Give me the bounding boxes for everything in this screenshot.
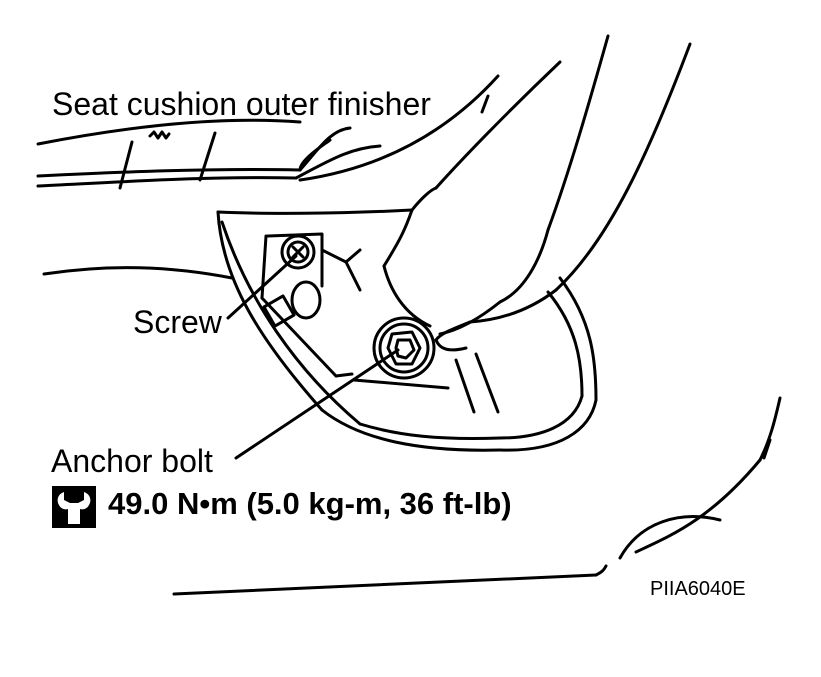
leader-anchor-bolt — [234, 348, 400, 460]
label-anchor-bolt: Anchor bolt — [51, 443, 213, 479]
label-torque-spec: 49.0 N•m (5.0 kg-m, 36 ft-lb) — [108, 486, 512, 521]
label-seat-cushion-outer-finisher: Seat cushion outer finisher — [52, 86, 431, 122]
torque-wrench-icon — [52, 486, 96, 528]
label-screw: Screw — [133, 304, 222, 340]
figure-code: PIIA6040E — [650, 578, 746, 600]
leader-screw — [226, 254, 298, 320]
bracket-tab — [262, 294, 296, 328]
seat-cushion-outer-finisher — [36, 74, 500, 190]
anchor-bolt — [372, 316, 436, 380]
bracket-hole — [290, 280, 322, 320]
screw — [280, 234, 316, 270]
floor-lines — [172, 396, 782, 596]
seat-rail — [382, 34, 692, 352]
seat-bracket — [216, 208, 598, 452]
cushion-lower-contour — [42, 266, 234, 280]
